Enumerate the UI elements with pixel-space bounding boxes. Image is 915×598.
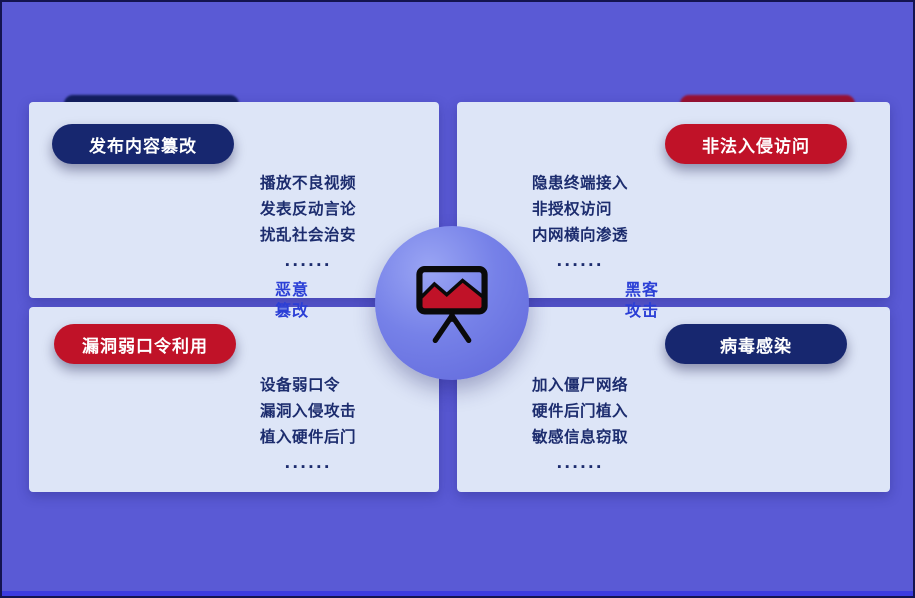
- bottom-accent-strip: [2, 591, 913, 596]
- item-list-bottom-right: 加入僵尸网络 硬件后门植入 敏感信息窃取 ......: [532, 372, 628, 476]
- list-item: 设备弱口令: [260, 376, 341, 394]
- badge-content-tampering: 发布内容篡改: [52, 124, 234, 164]
- ellipsis: ......: [284, 454, 332, 472]
- connector-label-right: 黑客 攻击: [610, 279, 674, 321]
- list-item: 漏洞入侵攻击: [260, 402, 357, 420]
- connector-label-line: 恶意: [274, 280, 309, 299]
- ellipsis: ......: [556, 454, 604, 472]
- item-list-top-right: 隐患终端接入 非授权访问 内网横向渗透 ......: [532, 170, 628, 274]
- badge-virus-infection: 病毒感染: [665, 324, 847, 364]
- list-item: 硬件后门植入: [532, 402, 629, 420]
- connector-label-left: 恶意 篡改: [260, 279, 324, 321]
- badge-illegal-intrusion: 非法入侵访问: [665, 124, 847, 164]
- list-item: 敏感信息窃取: [532, 428, 629, 446]
- connector-label-line: 篡改: [274, 301, 309, 320]
- list-item: 隐患终端接入: [532, 174, 629, 192]
- item-list-top-left: 播放不良视频 发表反动言论 扰乱社会治安 ......: [260, 170, 356, 274]
- ellipsis: ......: [284, 252, 332, 270]
- item-list-bottom-left: 设备弱口令 漏洞入侵攻击 植入硬件后门 ......: [260, 372, 356, 476]
- connector-label-line: 攻击: [624, 301, 659, 320]
- ellipsis: ......: [556, 252, 604, 270]
- list-item: 内网横向渗透: [532, 226, 629, 244]
- list-item: 播放不良视频: [260, 174, 357, 192]
- badge-weak-password-exploit: 漏洞弱口令利用: [54, 324, 236, 364]
- list-item: 植入硬件后门: [260, 428, 357, 446]
- connector-label-line: 黑客: [624, 280, 659, 299]
- list-item: 扰乱社会治安: [260, 226, 357, 244]
- presentation-line-chart-icon: [416, 266, 488, 344]
- center-circle: [375, 226, 529, 380]
- list-item: 加入僵尸网络: [532, 376, 629, 394]
- list-item: 非授权访问: [532, 200, 613, 218]
- list-item: 发表反动言论: [260, 200, 357, 218]
